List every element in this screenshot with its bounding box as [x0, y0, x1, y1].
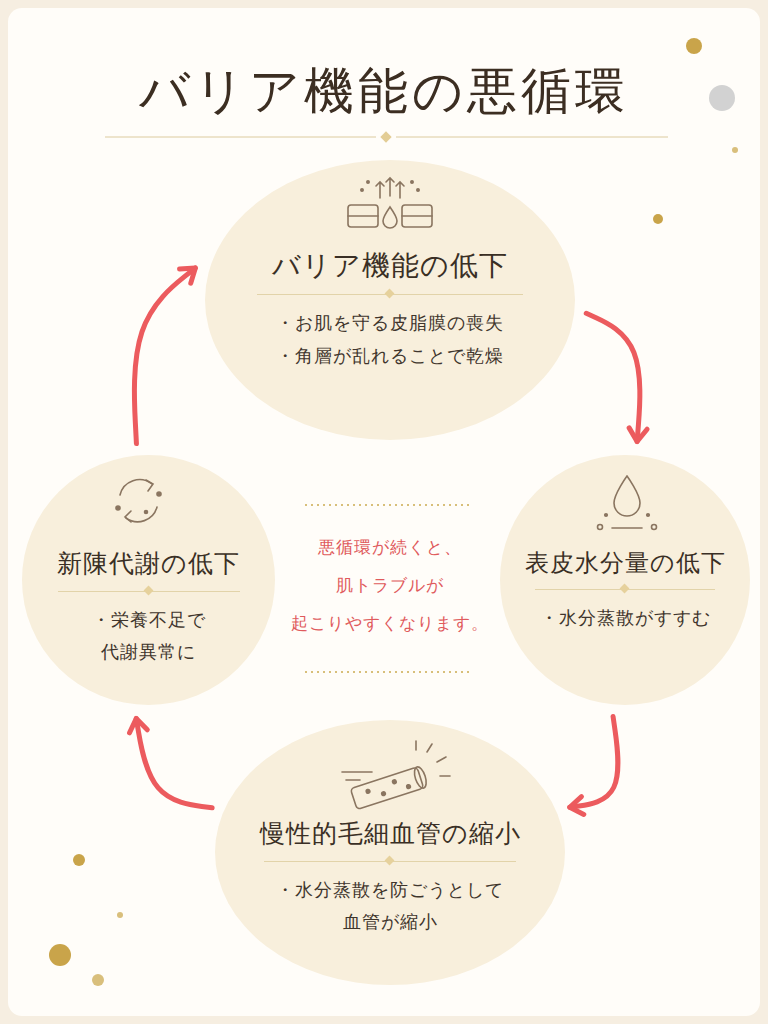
divider-line — [264, 861, 516, 862]
diagram-title: バリア機能の悪循環 — [0, 58, 768, 125]
icon-part — [437, 757, 446, 762]
node-body: ・お肌を守る皮脂膜の喪失 — [276, 307, 504, 339]
divider-line — [535, 589, 715, 590]
icon-part — [126, 507, 157, 522]
node-body: ・水分蒸散がすすむ — [540, 602, 711, 634]
divider-line — [257, 294, 523, 295]
title-diamond — [380, 131, 391, 142]
silver-dot — [709, 85, 735, 111]
icon-part — [366, 789, 371, 794]
icon-part — [346, 779, 360, 781]
dotted-rule — [305, 671, 472, 673]
icon-part — [386, 178, 394, 196]
icon-part — [647, 514, 650, 517]
circle-fill — [215, 720, 565, 985]
icon-part — [614, 476, 640, 516]
icon-part — [146, 480, 153, 491]
icon-part — [402, 205, 432, 227]
icon-part — [392, 779, 397, 784]
icon-part — [411, 181, 413, 183]
node-body: ・栄養不足で 代謝異常に — [79, 604, 219, 669]
cycle-arrow — [136, 718, 212, 807]
barrier-icon — [348, 178, 432, 228]
cycle-circle: バリア機能の低下・お肌を守る皮脂膜の喪失・角層が乱れることで乾燥 — [205, 160, 575, 440]
title-rule — [396, 137, 668, 138]
gold-dot — [92, 974, 104, 986]
dotted-rule — [305, 504, 472, 506]
drop-icon — [598, 476, 657, 530]
cycle-circle: 慢性的毛細血管の縮小・水分蒸散を防ごうとして 血管が縮小 — [215, 720, 565, 985]
icon-part — [116, 506, 120, 510]
divider-line — [58, 591, 240, 592]
circle-shape — [205, 160, 575, 440]
icon-part — [381, 791, 386, 796]
icon-part — [367, 181, 369, 183]
icon-part — [402, 215, 432, 217]
icon-part — [427, 744, 432, 752]
icon-part — [406, 784, 411, 789]
icon-part — [598, 525, 603, 530]
icon-part — [120, 480, 152, 495]
icon-part — [652, 525, 657, 530]
icon-part — [145, 511, 148, 514]
icon-part — [157, 492, 161, 496]
node-heading: 慢性的毛細血管の縮小 — [260, 818, 521, 851]
circle-fill — [500, 455, 750, 705]
title-rule — [105, 137, 376, 138]
circle-shape — [22, 455, 275, 705]
cycle-arrow — [570, 716, 618, 807]
cycle-icon — [116, 480, 161, 522]
icon-part — [376, 182, 384, 198]
icon-part — [383, 207, 397, 228]
icon-part — [440, 775, 450, 777]
icon-part — [417, 189, 419, 191]
node-heading: 新陳代謝の低下 — [57, 548, 240, 581]
node-heading: バリア機能の低下 — [272, 248, 508, 284]
icon-part — [125, 511, 131, 522]
cycle-arrow — [586, 313, 640, 441]
cycle-arrow — [134, 268, 195, 444]
circle-fill — [22, 455, 275, 705]
card-background — [8, 8, 760, 1016]
icon-part — [605, 514, 608, 517]
icon-part — [350, 767, 423, 810]
cycle-circle: 新陳代謝の低下・栄養不足で 代謝異常に — [22, 455, 275, 705]
gold-dot — [49, 944, 71, 966]
gold-dot — [686, 38, 702, 54]
center-note-text: 悪循環が続くと、 肌トラブルが 起こりやすくなります。 — [280, 528, 500, 642]
circle-shape — [215, 720, 565, 985]
node-heading: 表皮水分量の低下 — [525, 548, 726, 579]
icon-part — [396, 182, 404, 198]
icon-part — [612, 527, 642, 529]
center-note: 悪循環が続くと、 肌トラブルが 起こりやすくなります。 — [280, 528, 500, 642]
icon-part — [348, 205, 378, 227]
gold-dot — [73, 854, 85, 866]
node-body: ・水分蒸散を防ごうとして 血管が縮小 — [270, 874, 510, 939]
gold-dot — [653, 214, 663, 224]
node-body: ・角層が乱れることで乾燥 — [276, 340, 504, 372]
gold-dot — [117, 912, 123, 918]
icon-part — [361, 189, 363, 191]
gold-dot — [732, 147, 738, 153]
icon-part — [342, 771, 372, 773]
vessel-icon — [342, 741, 450, 810]
icon-part — [412, 765, 428, 789]
circle-shape — [500, 455, 750, 705]
icon-part — [348, 215, 378, 217]
circle-fill — [205, 160, 575, 440]
cycle-circle: 表皮水分量の低下・水分蒸散がすすむ — [500, 455, 750, 705]
icon-part — [415, 741, 417, 750]
